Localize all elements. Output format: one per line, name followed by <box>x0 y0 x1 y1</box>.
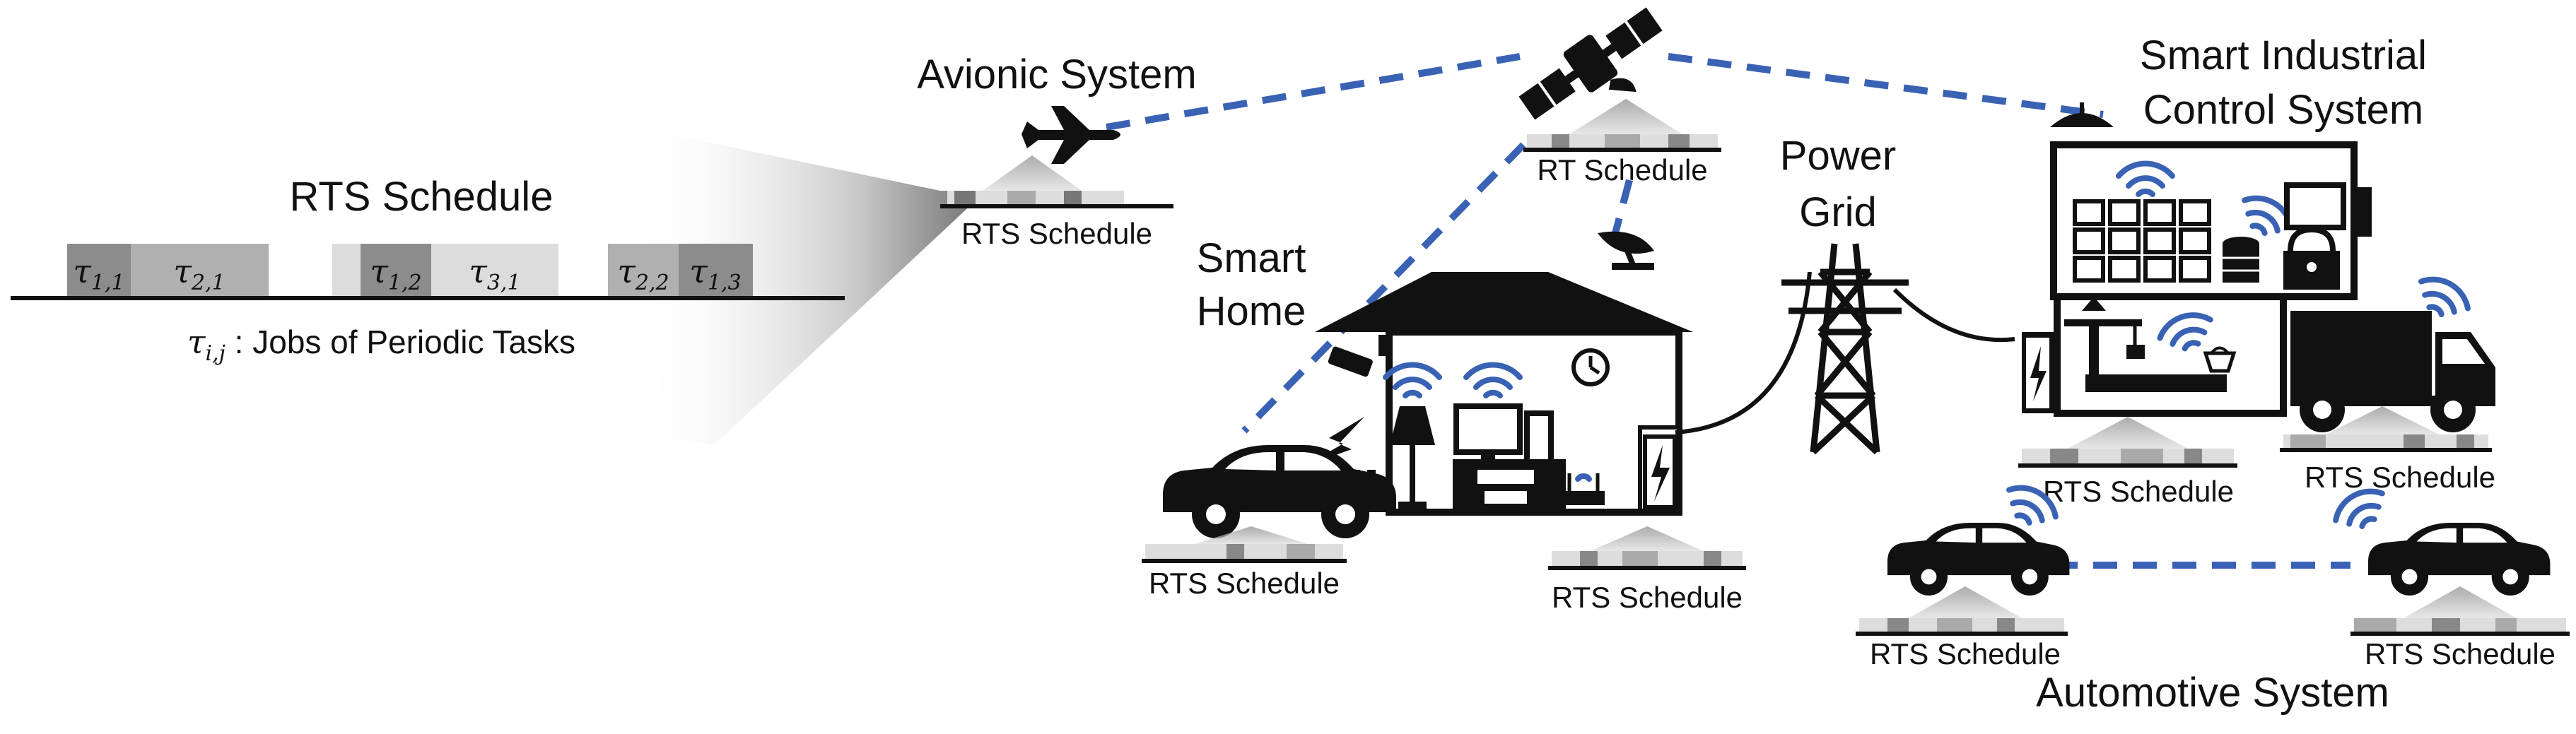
power-grid-label: Grid <box>1799 189 1877 235</box>
power-line <box>1675 271 1812 434</box>
schedule-label: RTS Schedule <box>961 217 1152 250</box>
mini-schedule <box>1523 99 1721 152</box>
truck-icon <box>2290 311 2495 432</box>
transmission-tower-icon <box>1781 243 1909 455</box>
mini-schedule <box>940 155 1173 208</box>
smart-home-label: Home <box>1197 288 1306 334</box>
lock-icon <box>2283 226 2340 290</box>
schedule-label: RTS Schedule <box>2305 461 2495 494</box>
schedule-label: RTS Schedule <box>2365 637 2555 670</box>
car-icon <box>1887 523 2070 596</box>
schedule-label: RTS Schedule <box>1149 567 1340 600</box>
zoom-beam <box>636 127 986 445</box>
schedule-label: RTS Schedule <box>1870 637 2061 670</box>
job-label: τ3,1 <box>469 252 520 295</box>
smart-home-label: Smart <box>1197 235 1306 281</box>
car-icon <box>1163 445 1396 538</box>
job-label: τ2,1 <box>173 252 225 295</box>
power-line <box>1892 288 2015 343</box>
lamp-icon <box>1390 406 1435 509</box>
jobs-legend: τi,j : Jobs of Periodic Tasks <box>187 323 575 366</box>
battery-charger-icon <box>1643 434 1677 509</box>
mini-schedule <box>1856 586 2068 636</box>
mini-schedule <box>1142 526 1347 563</box>
router-icon <box>1562 473 1605 505</box>
industrial-label: Smart Industrial <box>2140 32 2427 78</box>
job-block <box>679 244 753 298</box>
job-label: τ2,2 <box>617 252 669 295</box>
satellite-dish-icon <box>1598 231 1654 270</box>
job-block <box>131 244 269 298</box>
job-timeline: τ1,1 τ2,1 τ1,2 τ3,1 τ2,2 τ1,3 <box>11 244 845 300</box>
job-block <box>608 244 679 298</box>
job-block <box>431 244 558 298</box>
satellite-dish-icon <box>2050 102 2114 127</box>
mini-schedule <box>2350 586 2570 636</box>
satellite-icon <box>1518 7 1663 120</box>
job-block <box>332 244 361 298</box>
power-grid-label: Power <box>1780 133 1896 179</box>
schedule-title: RTS Schedule <box>290 174 554 220</box>
mini-schedule <box>2280 406 2492 452</box>
job-label: τ1,2 <box>370 252 421 295</box>
clock-icon <box>1571 348 1610 386</box>
schedule-label: RTS Schedule <box>1552 581 1743 614</box>
job-block <box>361 244 431 298</box>
basket-icon <box>2203 346 2237 373</box>
job-label: τ1,1 <box>73 252 124 295</box>
crate-stack <box>2073 199 2211 283</box>
database-icon <box>2223 237 2259 283</box>
communication-links <box>1106 53 2350 569</box>
crane-icon <box>2064 297 2227 392</box>
job-block <box>67 244 131 298</box>
avionic-label: Avionic System <box>917 52 1196 97</box>
car-icon <box>2368 523 2551 596</box>
automotive-label: Automotive System <box>2036 670 2389 716</box>
industrial-label: Control System <box>2143 87 2423 133</box>
camera-icon <box>1328 335 1388 377</box>
job-label: τ1,3 <box>689 252 741 295</box>
printer-icon <box>1453 459 1566 510</box>
lightning-icon <box>1304 417 1364 466</box>
schedule-label: RTS Schedule <box>2043 475 2234 508</box>
mini-schedule <box>1548 526 1746 570</box>
airplane-icon <box>1021 106 1120 164</box>
schedule-label: RT Schedule <box>1537 153 1707 187</box>
mini-schedule <box>2018 417 2237 468</box>
